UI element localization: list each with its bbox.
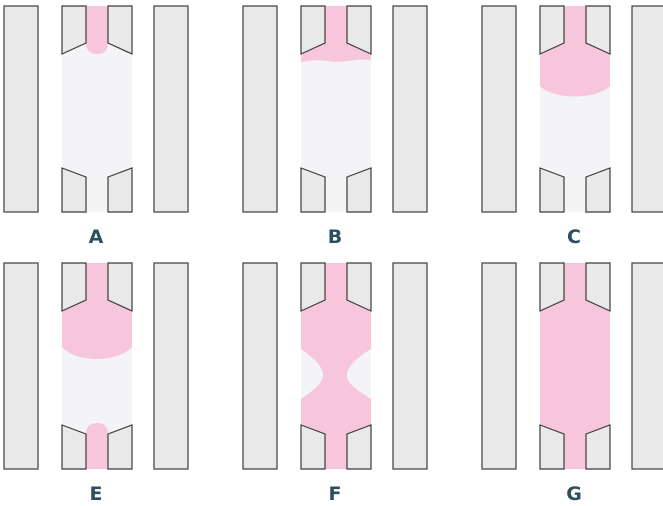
- panel-a: A: [4, 6, 188, 212]
- panel-c-label: C: [482, 225, 663, 249]
- left-wall: [4, 263, 38, 469]
- panel-b-label: B: [243, 225, 427, 249]
- right-wall: [393, 6, 427, 212]
- panel-b: B: [243, 6, 427, 212]
- right-wall: [154, 6, 188, 212]
- left-wall: [243, 6, 277, 212]
- lower-liquid-drop: [86, 423, 108, 469]
- panel-g-label: G: [482, 482, 663, 506]
- panel-g: G: [482, 263, 663, 469]
- panel-e-label: E: [4, 482, 188, 506]
- left-wall: [482, 263, 516, 469]
- panel-c-diagram: [482, 6, 663, 212]
- left-wall: [4, 6, 38, 212]
- panel-g-diagram: [482, 263, 663, 469]
- right-wall: [632, 263, 663, 469]
- panel-e-diagram: [4, 263, 188, 469]
- left-wall: [243, 263, 277, 469]
- panel-b-diagram: [243, 6, 427, 212]
- right-wall: [632, 6, 663, 212]
- panel-f-diagram: [243, 263, 427, 469]
- panel-f: F: [243, 263, 427, 469]
- right-wall: [154, 263, 188, 469]
- panel-c: C: [482, 6, 663, 212]
- upper-liquid-drop: [86, 6, 108, 54]
- panel-f-label: F: [243, 482, 427, 506]
- panel-e: E: [4, 263, 188, 469]
- panel-a-label: A: [4, 225, 188, 249]
- right-wall: [393, 263, 427, 469]
- left-wall: [482, 6, 516, 212]
- panel-a-diagram: [4, 6, 188, 212]
